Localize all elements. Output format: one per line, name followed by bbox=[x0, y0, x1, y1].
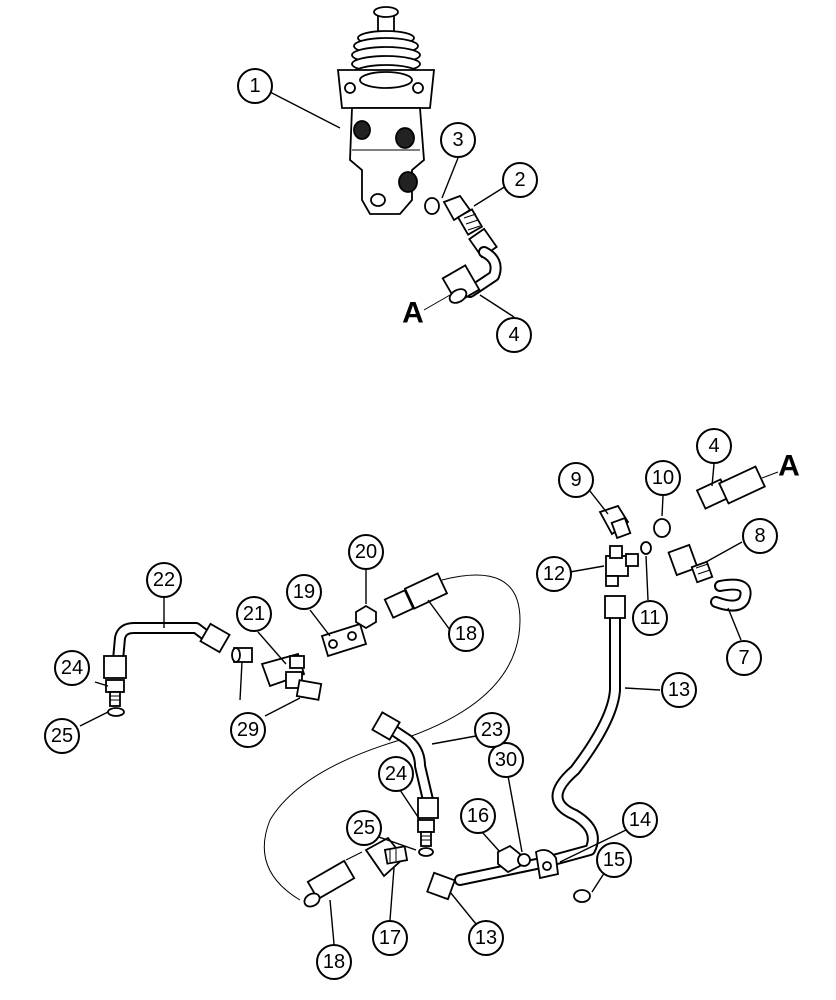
callout-25-center: 25 bbox=[346, 810, 382, 846]
nut-20 bbox=[355, 604, 377, 630]
callout-19-label: 19 bbox=[293, 581, 315, 603]
callout-13-upper-label: 13 bbox=[668, 679, 690, 701]
o-ring-25-center bbox=[418, 847, 434, 857]
marker-a-right: A bbox=[778, 450, 800, 483]
callout-8: 8 bbox=[742, 518, 778, 554]
elbow-17 bbox=[364, 836, 409, 878]
callout-8-label: 8 bbox=[754, 525, 765, 547]
callout-30-label: 30 bbox=[495, 749, 517, 771]
callout-17: 17 bbox=[372, 920, 408, 956]
callout-16-label: 16 bbox=[467, 805, 489, 827]
callout-11: 11 bbox=[632, 600, 668, 636]
callout-7: 7 bbox=[726, 640, 762, 676]
callout-22: 22 bbox=[146, 562, 182, 598]
tee-12 bbox=[605, 545, 639, 587]
callout-23: 23 bbox=[474, 712, 510, 748]
plug-29-left bbox=[231, 647, 253, 663]
callout-2: 2 bbox=[502, 162, 538, 198]
callout-4-right: 4 bbox=[696, 428, 732, 464]
callout-19: 19 bbox=[286, 574, 322, 610]
callout-14: 14 bbox=[622, 802, 658, 838]
callout-3: 3 bbox=[440, 122, 476, 158]
callout-24-center-label: 24 bbox=[385, 763, 407, 785]
elbow-9 bbox=[598, 504, 632, 540]
tube-22 bbox=[103, 622, 231, 679]
callout-15: 15 bbox=[596, 842, 632, 878]
callout-24-left: 24 bbox=[54, 650, 90, 686]
callout-22-label: 22 bbox=[153, 569, 175, 591]
callout-16: 16 bbox=[460, 798, 496, 834]
callout-13-lower-label: 13 bbox=[475, 927, 497, 949]
callout-1: 1 bbox=[237, 68, 273, 104]
callout-24-left-label: 24 bbox=[61, 657, 83, 679]
hose-7 bbox=[710, 578, 752, 612]
callout-2-label: 2 bbox=[514, 169, 525, 191]
fitting-24-left bbox=[105, 679, 125, 707]
o-ring-3 bbox=[424, 197, 440, 215]
callout-25-center-label: 25 bbox=[353, 817, 375, 839]
callout-29-label: 29 bbox=[237, 719, 259, 741]
callout-4-right-label: 4 bbox=[708, 435, 719, 457]
callout-7-label: 7 bbox=[738, 647, 749, 669]
nut-16 bbox=[497, 844, 521, 874]
fitting-2 bbox=[442, 194, 484, 236]
hose-4-top bbox=[441, 227, 502, 304]
callout-25-left-label: 25 bbox=[51, 725, 73, 747]
hose-18-bottom bbox=[303, 851, 363, 908]
callout-18-upper-label: 18 bbox=[455, 623, 477, 645]
marker-a-top: A bbox=[402, 297, 424, 330]
o-ring-25-left bbox=[107, 707, 125, 717]
valve-assembly bbox=[337, 6, 435, 215]
washer-11 bbox=[640, 541, 652, 555]
tube-23 bbox=[371, 711, 439, 819]
callout-12-label: 12 bbox=[543, 563, 565, 585]
plug-29-right bbox=[295, 679, 323, 701]
connector-8 bbox=[667, 543, 714, 584]
callout-15-label: 15 bbox=[603, 849, 625, 871]
callout-23-label: 23 bbox=[481, 719, 503, 741]
callout-21-label: 21 bbox=[243, 603, 265, 625]
callout-20: 20 bbox=[348, 534, 384, 570]
callout-13-upper: 13 bbox=[661, 672, 697, 708]
nut-10 bbox=[653, 518, 671, 538]
callout-9: 9 bbox=[558, 462, 594, 498]
callout-18-lower: 18 bbox=[316, 944, 352, 980]
callout-25-left: 25 bbox=[44, 718, 80, 754]
callout-1-label: 1 bbox=[249, 75, 260, 97]
tee-21 bbox=[260, 652, 306, 689]
callout-9-label: 9 bbox=[570, 469, 581, 491]
hose-4-right bbox=[695, 465, 779, 510]
tube-13 bbox=[426, 595, 626, 901]
callout-12: 12 bbox=[536, 556, 572, 592]
callout-4-top-label: 4 bbox=[508, 324, 519, 346]
callout-3-label: 3 bbox=[452, 129, 463, 151]
clamp-14 bbox=[535, 849, 559, 880]
washer-15 bbox=[573, 889, 591, 903]
callout-13-lower: 13 bbox=[468, 920, 504, 956]
callout-24-center: 24 bbox=[378, 756, 414, 792]
callout-11-label: 11 bbox=[640, 607, 661, 629]
callout-29: 29 bbox=[230, 712, 266, 748]
callout-10-label: 10 bbox=[652, 467, 674, 489]
callout-20-label: 20 bbox=[355, 541, 377, 563]
callout-17-label: 17 bbox=[379, 927, 401, 949]
bracket-19 bbox=[320, 622, 368, 658]
hose-18-top bbox=[383, 572, 449, 619]
washer-30 bbox=[517, 853, 531, 867]
callout-30: 30 bbox=[488, 742, 524, 778]
callout-18-upper: 18 bbox=[448, 616, 484, 652]
callout-18-lower-label: 18 bbox=[323, 951, 345, 973]
callout-14-label: 14 bbox=[629, 809, 651, 831]
fitting-24-center bbox=[417, 819, 435, 847]
callout-21: 21 bbox=[236, 596, 272, 632]
callout-10: 10 bbox=[645, 460, 681, 496]
callout-4-top: 4 bbox=[496, 317, 532, 353]
leader-lines bbox=[79, 91, 743, 945]
